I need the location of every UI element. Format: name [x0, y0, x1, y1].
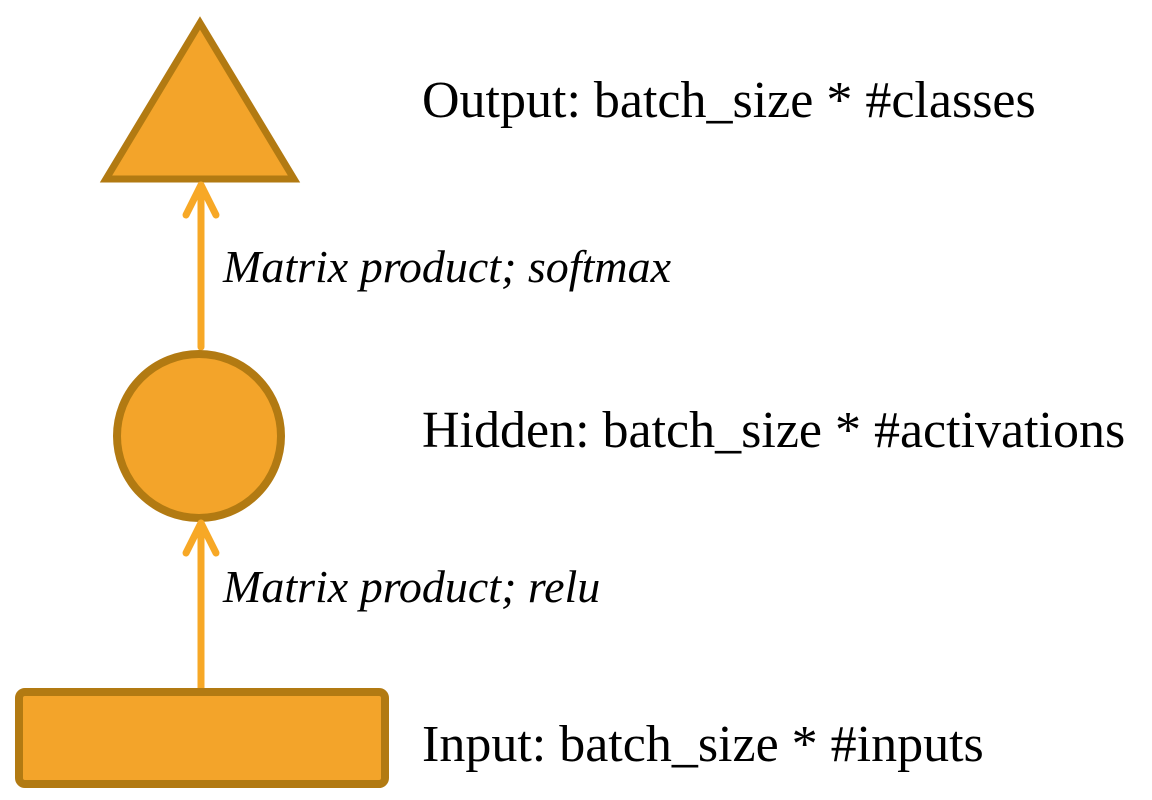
- edge-label-softmax: Matrix product; softmax: [223, 241, 672, 292]
- arrow-head: [182, 519, 220, 557]
- hidden-circle-node: [113, 350, 285, 522]
- arrow-input-to-hidden-icon: [182, 519, 220, 693]
- edge-label-relu: Matrix product; relu: [223, 561, 601, 612]
- output-triangle-node: [99, 16, 301, 183]
- arrow-hidden-to-output-icon: [182, 181, 220, 351]
- arrow-head: [182, 181, 220, 219]
- hidden-node-label: Hidden: batch_size * #activations: [422, 402, 1126, 459]
- input-node-label: Input: batch_size * #inputs: [422, 716, 984, 773]
- input-rectangle-node: [15, 688, 389, 788]
- output-node-label: Output: batch_size * #classes: [422, 72, 1036, 129]
